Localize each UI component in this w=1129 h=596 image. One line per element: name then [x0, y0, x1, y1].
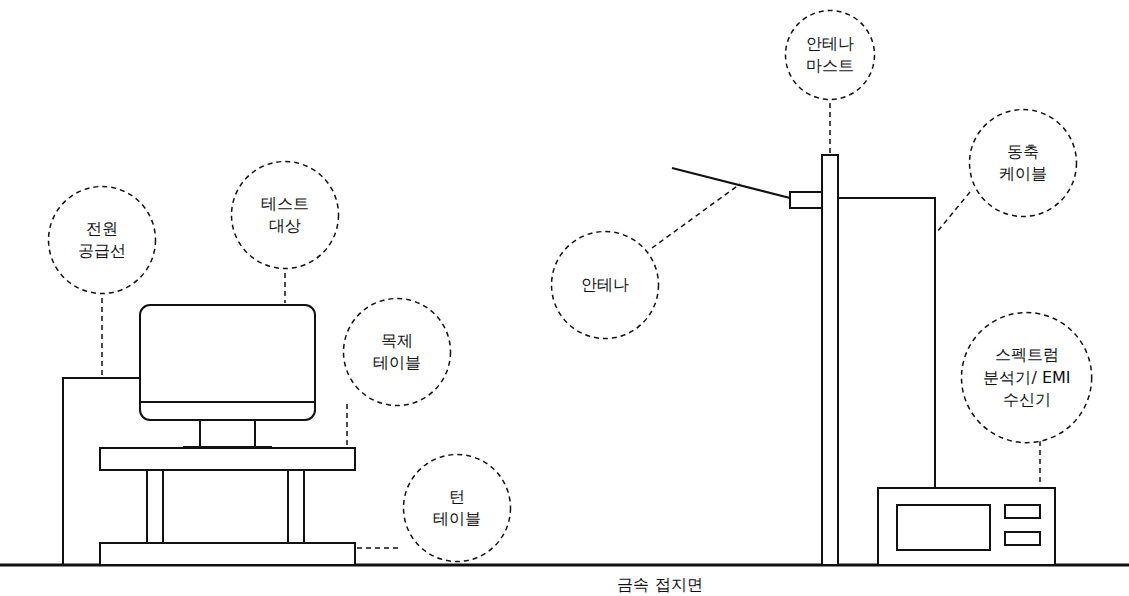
- callout-circle: 안테나: [550, 230, 660, 340]
- power-cable: [63, 378, 140, 565]
- callout-text: 스펙트럼 분석기/ EMI 수신기: [979, 344, 1075, 411]
- antenna-mount: [790, 192, 822, 208]
- dashed-circle: [786, 11, 875, 100]
- table-leg: [288, 470, 304, 543]
- leader-line: [346, 404, 348, 446]
- dashed-circle: [232, 162, 339, 269]
- spectrum-analyzer: [878, 488, 1055, 565]
- leader-line: [1039, 441, 1041, 486]
- leader-line: [829, 103, 831, 153]
- leader-line: [284, 273, 286, 303]
- table-top: [100, 448, 355, 470]
- callout-circle: 전원 공급선: [47, 185, 157, 295]
- leader-line: [937, 192, 970, 232]
- analyzer-button: [1005, 505, 1040, 518]
- callout-circle: 안테나 마스트: [784, 9, 876, 101]
- callout-circle: 목제 테이블: [342, 297, 452, 407]
- table-leg: [147, 470, 163, 543]
- callout-text: 동축 케이블: [999, 141, 1047, 186]
- callout-text: 안테나: [581, 274, 629, 296]
- turntable: [100, 543, 355, 565]
- callout-text: 턴 테이블: [433, 486, 481, 531]
- coax-cable: [838, 198, 935, 488]
- analyzer-screen: [897, 505, 990, 550]
- callout-outline: [784, 9, 876, 101]
- callout-outline: [230, 160, 340, 270]
- dashed-circle: [962, 313, 1092, 443]
- callout-circle: 동축 케이블: [968, 108, 1078, 218]
- dashed-circle: [344, 299, 451, 406]
- dashed-circle: [970, 110, 1077, 217]
- dashed-circle: [552, 232, 659, 339]
- callout-circle: 턴 테이블: [402, 453, 512, 563]
- callout-outline: [968, 108, 1078, 218]
- callout-outline: [342, 297, 452, 407]
- callout-outline: [47, 185, 157, 295]
- dashed-circle: [49, 187, 156, 294]
- callout-circle: 스펙트럼 분석기/ EMI 수신기: [960, 311, 1093, 444]
- analyzer-button: [1005, 532, 1040, 545]
- callout-text: 목제 테이블: [373, 330, 421, 375]
- antenna-element: [672, 168, 790, 198]
- eut-monitor: [140, 305, 315, 420]
- ground-plane-label: 금속 접지면: [614, 575, 705, 596]
- callout-text: 안테나 마스트: [806, 33, 854, 78]
- leader-line: [357, 547, 400, 549]
- dashed-circle: [404, 455, 511, 562]
- leader-line: [101, 298, 103, 376]
- callout-circle: 테스트 대상: [230, 160, 340, 270]
- callout-text: 테스트 대상: [261, 193, 309, 238]
- callout-outline: [402, 453, 512, 563]
- callout-text: 전원 공급선: [78, 218, 126, 263]
- antenna-mast: [822, 155, 838, 565]
- leader-line: [652, 184, 740, 248]
- monitor-bezel: [140, 401, 315, 403]
- monitor-stand: [200, 420, 255, 448]
